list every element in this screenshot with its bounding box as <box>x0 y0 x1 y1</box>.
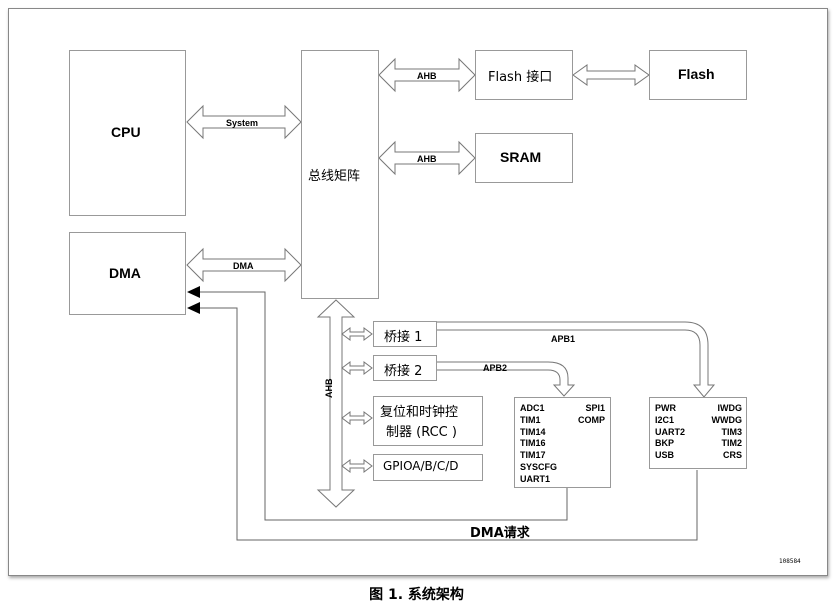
flash-label: Flash <box>678 66 715 82</box>
gpio-link-arrow <box>341 459 373 473</box>
dma-block <box>69 232 186 315</box>
gpio-block <box>373 454 483 481</box>
apb1-right-list: IWDG WWDG TIM3 TIM2 CRS <box>705 403 743 462</box>
sram-label: SRAM <box>500 149 542 165</box>
bridge2-label: 桥接 2 <box>384 364 423 379</box>
rcc-label-line2: 制器 (RCC ) <box>386 425 457 440</box>
rcc-label-line1: 复位和时钟控 <box>380 405 459 420</box>
list-item: I2C1 <box>655 414 675 425</box>
flash-block <box>649 50 747 100</box>
cpu-label: CPU <box>111 124 141 140</box>
list-item: UART2 <box>655 426 686 437</box>
list-item: TIM2 <box>721 438 742 449</box>
apb1-label: APB1 <box>551 334 576 344</box>
list-item: IWDG <box>717 403 743 413</box>
bridge2-link-arrow <box>341 361 373 375</box>
figure-caption: 图 1. 系统架构 <box>369 587 464 603</box>
list-item: BKP <box>655 438 675 449</box>
dma-bus-label: DMA <box>233 261 254 271</box>
dma-request-arrowhead-2 <box>187 302 200 314</box>
flash-interface-label: Flash 接口 <box>488 70 553 85</box>
apb2-peripheral-block <box>514 397 611 488</box>
apb2-path <box>437 361 576 397</box>
list-item: UART1 <box>520 473 551 484</box>
list-item: TIM3 <box>721 426 742 437</box>
bridge1-block <box>373 321 437 347</box>
list-item: COMP <box>578 414 605 425</box>
list-item: WWDG <box>711 414 743 425</box>
dma-request-line-apb1 <box>200 307 698 541</box>
apb2-right-list: SPI1 COMP <box>577 403 605 427</box>
flash-interface-block <box>475 50 573 100</box>
bridge1-link-arrow <box>341 327 373 341</box>
list-item: TIM17 <box>520 450 546 461</box>
list-item: CRS <box>722 450 742 461</box>
list-item: ADC1 <box>520 403 545 413</box>
flash-link-arrow <box>572 64 650 86</box>
document-id: 108584 <box>779 558 801 565</box>
ahb-vertical-label: AHB <box>324 378 334 399</box>
bridge1-label: 桥接 1 <box>384 330 423 345</box>
list-item: TIM1 <box>520 414 541 425</box>
list-item: PWR <box>655 403 676 413</box>
ahb-sram-label: AHB <box>417 154 437 164</box>
apb2-left-list: ADC1 TIM1 TIM14 TIM16 TIM17 SYSCFG UART1 <box>520 403 557 486</box>
list-item: TIM16 <box>520 438 546 449</box>
list-item: SYSCFG <box>520 461 558 472</box>
apb1-peripheral-block <box>649 397 747 469</box>
list-item: SPI1 <box>585 403 605 413</box>
list-item: TIM14 <box>520 426 546 437</box>
rcc-link-arrow <box>341 411 373 425</box>
bridge2-block <box>373 355 437 381</box>
rcc-block <box>373 396 483 446</box>
dma-request-label: DMA请求 <box>470 526 530 541</box>
list-item: USB <box>655 450 675 461</box>
sram-block <box>475 133 573 183</box>
dma-label: DMA <box>109 265 141 281</box>
bus-matrix-label: 总线矩阵 <box>308 169 361 184</box>
system-bus-label: System <box>226 118 259 128</box>
apb1-left-list: PWR I2C1 UART2 BKP USB <box>655 403 685 462</box>
ahb-vertical-arrow <box>316 299 356 508</box>
dma-request-arrowhead-1 <box>187 286 200 298</box>
dma-request-line-apb2 <box>200 291 568 521</box>
gpio-label: GPIOA/B/C/D <box>383 459 459 473</box>
cpu-block <box>69 50 186 216</box>
bus-matrix-block <box>301 50 379 299</box>
apb1-path <box>437 321 716 398</box>
ahb-flash-label: AHB <box>417 71 437 81</box>
apb2-label: APB2 <box>483 363 508 373</box>
